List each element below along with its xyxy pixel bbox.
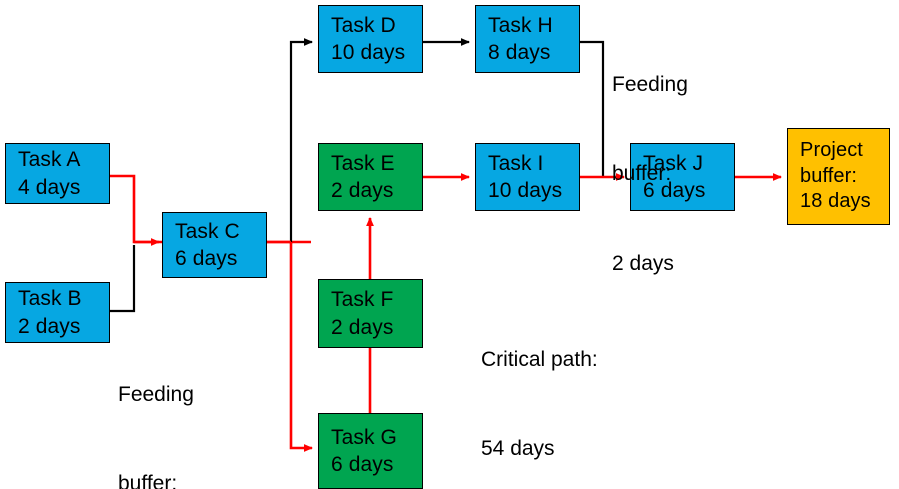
project-buffer-label-line2: buffer: [800, 164, 858, 187]
edge-h-to-j [580, 40, 605, 177]
project-buffer-node[interactable]: Project buffer: 18 days [787, 128, 890, 225]
task-g-name: Task G [331, 425, 397, 449]
task-node-j[interactable]: Task J 6 days [630, 143, 735, 211]
task-node-c[interactable]: Task C 6 days [162, 212, 267, 278]
project-buffer-label-line1: Project [800, 139, 863, 162]
task-d-name: Task D [331, 13, 396, 37]
task-d-duration: 10 days [331, 41, 406, 64]
task-e-duration: 2 days [331, 179, 394, 202]
feeding-buffer-bottom-line1: Feeding [118, 382, 194, 406]
annotation-feeding-buffer-top: Feeding buffer: 2 days [612, 10, 688, 338]
task-node-f[interactable]: Task F 2 days [318, 279, 423, 348]
project-buffer-value: 18 days [800, 190, 871, 213]
task-node-i[interactable]: Task I 10 days [475, 143, 580, 211]
task-node-e[interactable]: Task E 2 days [318, 143, 423, 211]
task-b-name: Task B [18, 287, 82, 311]
task-node-d[interactable]: Task D 10 days [318, 5, 423, 73]
task-c-duration: 6 days [175, 247, 238, 270]
task-h-duration: 8 days [488, 41, 551, 64]
task-i-duration: 10 days [488, 179, 563, 202]
feeding-buffer-top-line2: buffer: [612, 162, 672, 186]
annotation-feeding-buffer-bottom: Feeding buffer: 2 days [118, 320, 194, 489]
edge-c-to-g [289, 242, 313, 452]
task-h-name: Task H [488, 13, 553, 37]
task-node-a[interactable]: Task A 4 days [5, 143, 110, 204]
task-j-duration: 6 days [643, 179, 706, 202]
task-c-name: Task C [175, 219, 240, 243]
edge-c-to-d [289, 38, 313, 244]
task-e-name: Task E [331, 151, 395, 175]
critical-path-line2: 54 days [481, 437, 555, 461]
task-f-duration: 2 days [331, 315, 394, 339]
feeding-buffer-top-line3: 2 days [612, 251, 674, 275]
task-g-duration: 6 days [331, 453, 394, 476]
task-a-duration: 4 days [18, 175, 81, 199]
task-node-b[interactable]: Task B 2 days [5, 282, 110, 343]
critical-path-line1: Critical path: [481, 347, 598, 371]
task-node-h[interactable]: Task H 8 days [475, 5, 580, 73]
task-b-duration: 2 days [18, 314, 81, 338]
annotation-critical-path: Critical path: 54 days [481, 285, 598, 489]
task-j-name: Task J [643, 151, 704, 175]
feeding-buffer-bottom-line2: buffer: [118, 472, 178, 489]
task-node-g[interactable]: Task G 6 days [318, 413, 423, 489]
task-a-name: Task A [18, 148, 81, 172]
task-f-name: Task F [331, 288, 394, 312]
feeding-buffer-top-line1: Feeding [612, 72, 688, 96]
task-i-name: Task I [488, 151, 544, 175]
edge-b-to-c [110, 245, 136, 313]
